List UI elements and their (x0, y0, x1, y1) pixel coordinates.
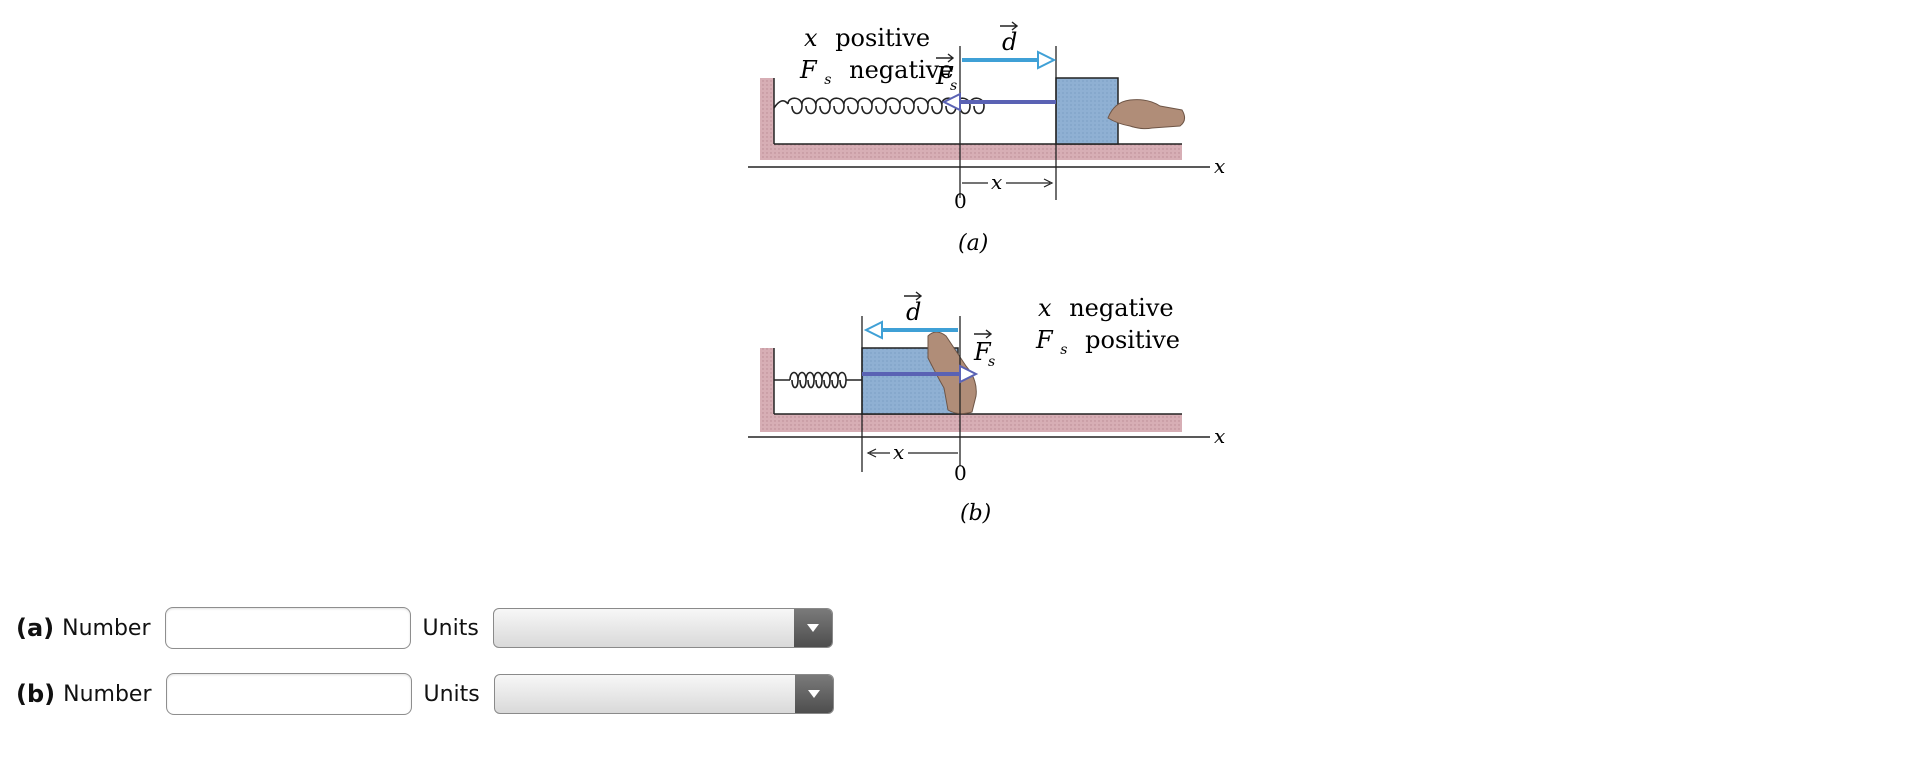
fs-arrowhead-a (941, 92, 961, 112)
disp-label-a: x (991, 170, 1002, 194)
number-label-b: Number (63, 681, 152, 707)
label-a-line1: x positive (804, 24, 930, 52)
fs-arrowhead-b (959, 364, 979, 384)
spring-diagram: x d F s x positive (748, 21, 1225, 526)
floor-b (760, 414, 1182, 432)
spring-a (773, 97, 985, 115)
part-label-a: (a) (16, 614, 55, 642)
fs-sub-b: s (988, 354, 995, 370)
label-a-line2: F s negative (799, 56, 954, 90)
units-label-a: Units (422, 615, 479, 641)
units-select-a[interactable] (492, 608, 833, 648)
d-vec-b (904, 291, 923, 301)
block-a (1055, 77, 1119, 145)
panel-b: x d F s x negative (748, 291, 1225, 526)
number-input-b[interactable] (165, 673, 412, 715)
units-label-b: Units (423, 681, 480, 707)
fs-vec-a (936, 53, 955, 63)
hand-icon (1107, 99, 1186, 130)
part-label-b: (b) (16, 680, 56, 708)
answer-row-b: (b) Number Units (16, 670, 834, 718)
d-arrowhead-b (863, 320, 883, 340)
label-b-line2: F s positive (1035, 326, 1180, 360)
units-select-b[interactable] (493, 674, 834, 714)
fs-label-a: F (935, 62, 954, 90)
answer-row-a: (a) Number Units (16, 604, 833, 652)
disp-label-b: x (893, 440, 904, 464)
zero-label-a: 0 (954, 189, 967, 213)
axis-label-a: x (1214, 154, 1225, 178)
d-arrowhead-a (1037, 50, 1057, 70)
wall-a (760, 78, 774, 160)
spring-b (774, 371, 862, 389)
floor-a (760, 144, 1182, 160)
dropdown-arrow-icon[interactable] (794, 675, 833, 713)
d-label-b: d (906, 298, 921, 326)
fs-label-b: F (973, 338, 992, 366)
number-label-a: Number (62, 615, 151, 641)
spring-block-figure: x d F s x positive (730, 0, 1230, 540)
fs-vec-b (974, 329, 993, 339)
zero-label-b: 0 (954, 461, 967, 485)
panel-a: x d F s x positive (748, 21, 1225, 256)
dropdown-arrow-icon[interactable] (793, 609, 832, 647)
d-label-a: d (1002, 28, 1017, 56)
axis-label-b: x (1214, 424, 1225, 448)
label-b-line1: x negative (1038, 294, 1174, 322)
wall-b (760, 348, 774, 432)
d-vec-a (1000, 21, 1019, 31)
fs-sub-a: s (950, 78, 957, 94)
caption-a: (a) (958, 231, 988, 256)
caption-b: (b) (960, 501, 991, 526)
number-input-a[interactable] (164, 607, 411, 649)
